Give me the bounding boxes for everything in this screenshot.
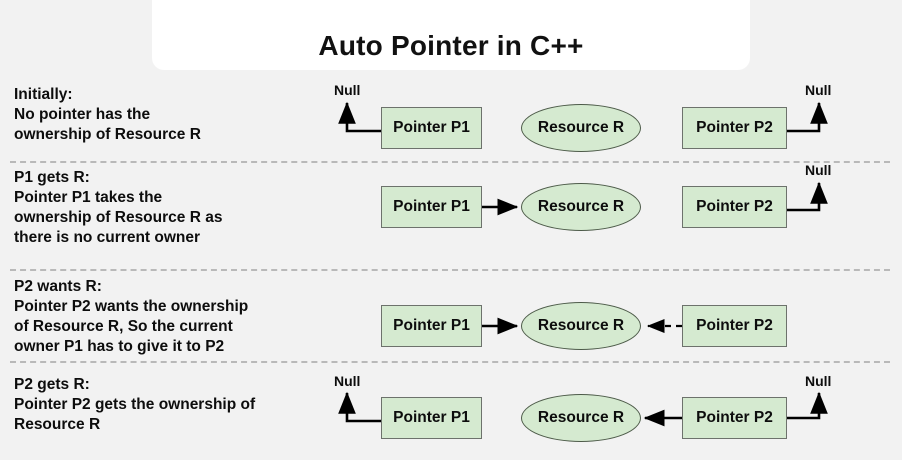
null-label-p1-row1: Null — [334, 82, 361, 98]
pointer-p2-box-row3[interactable]: Pointer P2 — [682, 305, 787, 347]
row-separator-2 — [10, 269, 890, 271]
pointer-p2-box-row1[interactable]: Pointer P2 — [682, 107, 787, 149]
caption-p1-gets-r: P1 gets R: Pointer P1 takes the ownershi… — [14, 169, 223, 247]
null-label-p1-row4: Null — [334, 373, 361, 389]
null-label-p2-row2: Null — [805, 162, 832, 178]
pointer-p2-box-row2[interactable]: Pointer P2 — [682, 186, 787, 228]
caption-p2-gets-r: P2 gets R: Pointer P2 gets the ownership… — [14, 376, 256, 434]
caption-initially: Initially: No pointer has the ownership … — [14, 86, 201, 144]
pointer-p1-box-row4[interactable]: Pointer P1 — [381, 397, 482, 439]
null-arrow-p2-row2 — [787, 181, 828, 212]
caption-p2-wants-r: P2 wants R: Pointer P2 wants the ownersh… — [14, 278, 249, 356]
null-arrow-p1-row4 — [338, 391, 381, 423]
resource-r-ellipse-row2[interactable]: Resource R — [521, 183, 641, 231]
page-title: Auto Pointer in C++ — [318, 30, 584, 61]
pointer-p1-box-row3[interactable]: Pointer P1 — [381, 305, 482, 347]
resource-r-ellipse-row1[interactable]: Resource R — [521, 104, 641, 152]
pointer-p1-box-row2[interactable]: Pointer P1 — [381, 186, 482, 228]
null-arrow-p2-row4 — [787, 391, 828, 420]
null-label-p2-row1: Null — [805, 82, 832, 98]
resource-r-ellipse-row4[interactable]: Resource R — [521, 394, 641, 442]
pointer-p2-box-row4[interactable]: Pointer P2 — [682, 397, 787, 439]
title-card: Auto Pointer in C++ — [152, 0, 750, 70]
row-separator-3 — [10, 361, 890, 363]
null-arrow-p1-row1 — [338, 101, 381, 133]
resource-r-ellipse-row3[interactable]: Resource R — [521, 302, 641, 350]
pointer-p1-box-row1[interactable]: Pointer P1 — [381, 107, 482, 149]
null-label-p2-row4: Null — [805, 373, 832, 389]
row-separator-1 — [10, 161, 890, 163]
null-arrow-p2-row1 — [787, 101, 828, 133]
